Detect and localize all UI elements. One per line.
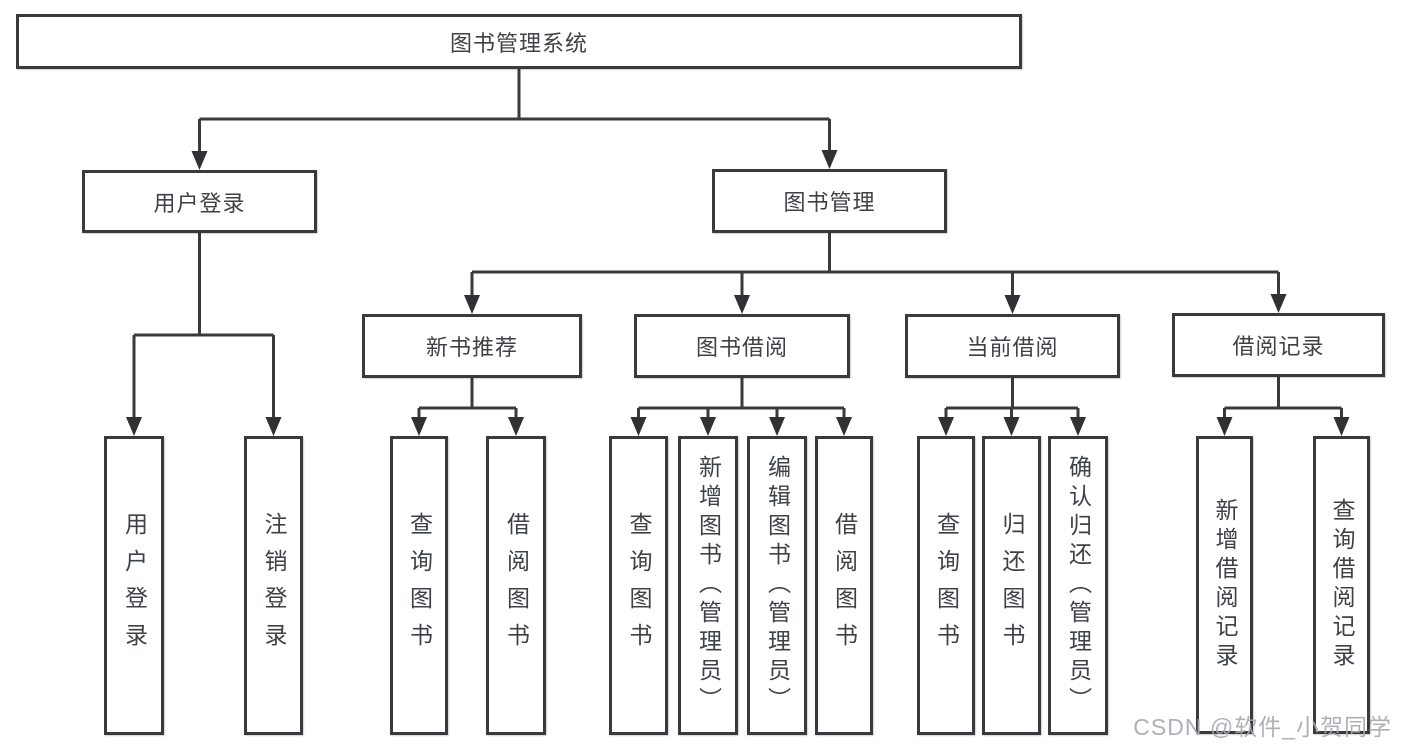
node-new-book-rec: 新书推荐: [362, 314, 582, 378]
leaf-add-book-admin-label: 新增图书（管理员）: [695, 455, 722, 716]
leaf-query-borrow-record-label: 查询借阅记录: [1329, 498, 1355, 672]
node-root-label: 图书管理系统: [449, 30, 588, 56]
leaf-confirm-return-admin-label: 确认归还（管理员）: [1065, 455, 1092, 716]
leaf-edit-book-admin-label: 编辑图书（管理员）: [764, 455, 791, 716]
node-user-login: 用户登录: [82, 170, 317, 233]
arrowhead-icon: [938, 417, 954, 436]
node-user-login-label: 用户登录: [153, 190, 246, 216]
arrowhead-icon: [1216, 417, 1233, 436]
csdn-watermark: CSDN @软件_小贺同学: [1133, 714, 1392, 740]
leaf-borrow-borrow-book-label: 借阅图书: [831, 511, 858, 660]
arrowhead-icon: [1004, 295, 1021, 314]
leaf-edit-book-admin: 编辑图书（管理员）: [747, 436, 807, 735]
arrowhead-icon: [734, 295, 750, 314]
leaf-borrow-query-book: 查询图书: [609, 436, 668, 735]
arrowhead-icon: [1333, 417, 1350, 436]
arrowhead-icon: [769, 417, 785, 436]
leaf-rec-borrow-book-label: 借阅图书: [503, 511, 530, 660]
arrowhead-icon: [700, 417, 716, 436]
leaf-rec-query-book-label: 查询图书: [406, 511, 433, 660]
arrowhead-icon: [630, 417, 647, 436]
node-root: 图书管理系统: [16, 14, 1022, 69]
leaf-current-query-book: 查询图书: [917, 436, 975, 735]
node-book-mgmt: 图书管理: [712, 169, 947, 233]
leaf-current-query-book-label: 查询图书: [933, 511, 960, 660]
leaf-borrow-borrow-book: 借阅图书: [815, 436, 873, 735]
leaf-return-book-label: 归还图书: [999, 511, 1025, 660]
arrowhead-icon: [126, 417, 142, 436]
leaf-add-book-admin: 新增图书（管理员）: [678, 436, 738, 735]
arrowhead-icon: [1070, 417, 1086, 436]
node-book-mgmt-label: 图书管理: [783, 190, 876, 215]
node-borrow-record-label: 借阅记录: [1232, 334, 1325, 359]
node-book-borrow-label: 图书借阅: [695, 335, 788, 360]
arrowhead-icon: [1003, 417, 1020, 436]
arrowheads-group: [126, 150, 1350, 436]
leaf-rec-query-book: 查询图书: [390, 436, 448, 735]
leaf-rec-borrow-book: 借阅图书: [486, 436, 546, 735]
arrowhead-icon: [508, 417, 524, 436]
arrowhead-icon: [1270, 294, 1287, 313]
arrowhead-icon: [464, 295, 480, 314]
leaf-logout: 注销登录: [244, 436, 303, 735]
arrowhead-icon: [821, 150, 838, 169]
arrowhead-icon: [411, 417, 427, 436]
node-new-book-rec-label: 新书推荐: [425, 335, 518, 360]
leaf-query-borrow-record: 查询借阅记录: [1313, 436, 1370, 734]
arrowhead-icon: [836, 417, 852, 436]
leaf-borrow-query-book-label: 查询图书: [626, 511, 652, 660]
node-borrow-record: 借阅记录: [1172, 313, 1385, 377]
arrowhead-icon: [191, 151, 208, 170]
node-book-borrow: 图书借阅: [634, 314, 850, 378]
node-current-borrow: 当前借阅: [905, 314, 1120, 378]
leaf-user-login: 用户登录: [104, 436, 164, 735]
leaf-add-borrow-record: 新增借阅记录: [1196, 436, 1253, 734]
leaf-logout-label: 注销登录: [261, 511, 287, 660]
node-current-borrow-label: 当前借阅: [966, 335, 1059, 360]
leaf-return-book: 归还图书: [982, 436, 1041, 735]
leaf-user-login-label: 用户登录: [121, 511, 148, 660]
arrowhead-icon: [265, 417, 282, 436]
leaf-confirm-return-admin: 确认归还（管理员）: [1048, 436, 1108, 735]
leaf-add-borrow-record-label: 新增借阅记录: [1212, 498, 1238, 672]
